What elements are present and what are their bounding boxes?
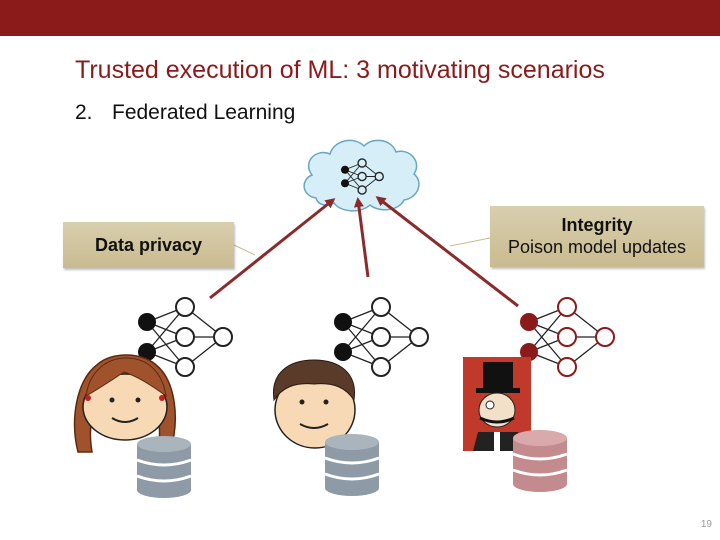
page-number: 19	[700, 519, 712, 530]
header-bar	[0, 0, 720, 36]
client1-neural-network-icon	[138, 297, 233, 377]
malicious-neural-network-icon	[520, 297, 615, 377]
integrity-callout: Integrity Poison model updates	[490, 206, 704, 267]
integrity-callout-body: Poison model updates	[507, 237, 687, 257]
client1-database-icon	[135, 434, 193, 500]
arrow-client3-to-server	[375, 196, 519, 308]
boy-icon	[273, 359, 356, 449]
girl-icon	[73, 354, 176, 453]
right-callout-connector	[449, 237, 491, 247]
slide-title: Trusted execution of ML: 3 motivating sc…	[75, 56, 605, 84]
server-neural-network-icon	[340, 158, 384, 195]
arrow-client1-to-server	[209, 198, 336, 300]
malicious-database-icon	[512, 430, 568, 492]
slide-subtitle: 2. Federated Learning	[75, 101, 295, 125]
client2-database-icon	[323, 432, 381, 498]
integrity-callout-title: Integrity	[561, 215, 633, 235]
client2-neural-network-icon	[334, 297, 429, 377]
left-callout-connector	[233, 244, 256, 256]
arrow-client2-to-server	[353, 197, 370, 278]
subtitle-text: Federated Learning	[112, 101, 296, 124]
data-privacy-callout: Data privacy	[63, 222, 234, 268]
subtitle-number: 2.	[75, 101, 93, 124]
